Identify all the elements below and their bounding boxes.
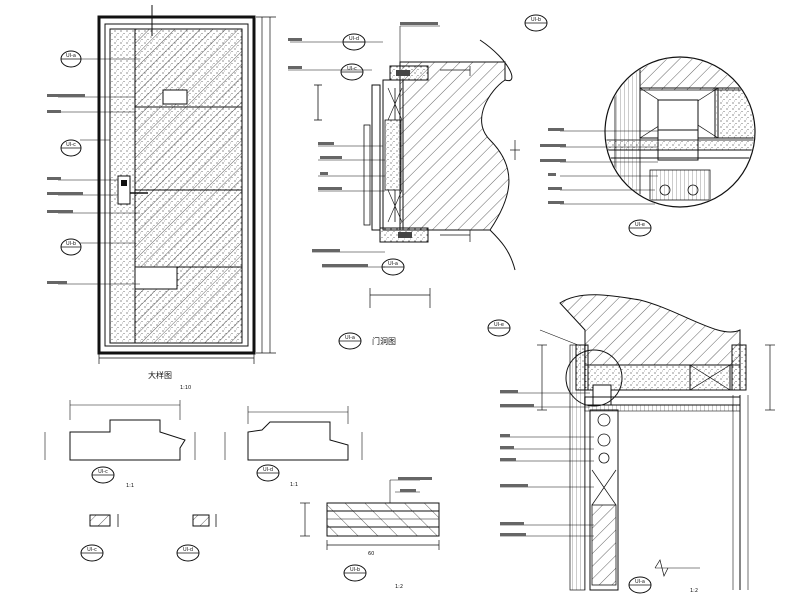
elevation-caption: 大样图 (148, 370, 172, 380)
scale-label: 1:10 (180, 385, 191, 391)
tag-label: UI-d (263, 467, 273, 473)
tag-label: UI-a (66, 53, 76, 59)
tag-label: UI-c (347, 66, 357, 72)
detail-b-section: 60 (300, 477, 440, 557)
door-plan-section: 门洞图 (288, 22, 516, 346)
tag-ub-1: UI-b (60, 238, 82, 256)
small-detail-d (192, 514, 217, 527)
tag-label: UI-c (98, 469, 108, 475)
tag-ue-2: UI-e (487, 319, 511, 337)
scale-label: 1:1 (290, 482, 298, 488)
tag-label: UI-e (494, 322, 504, 328)
tag-label: UI-a (345, 335, 355, 341)
circle-detail (510, 56, 756, 208)
tag-label: UI-b (350, 567, 360, 573)
tag-label: UI-c (87, 547, 97, 553)
tag-label: UI-a (635, 579, 645, 585)
door-elevation: 大样图 1:10 (47, 5, 276, 391)
tag-ua-3: UI-a (338, 332, 362, 350)
tag-label: UI-a (388, 261, 398, 267)
tag-uc-1: UI-c (60, 139, 82, 157)
tag-ua-4: UI-a 1:2 (628, 576, 698, 594)
tag-uc-3: UI-c (80, 544, 104, 562)
tag-uc-4: UI-c (340, 63, 364, 81)
profile-section-b (224, 406, 363, 461)
tag-ua-1: UI-a (60, 50, 82, 68)
scale-label: 1:2 (690, 588, 698, 594)
tag-ue-1: UI-e (628, 219, 652, 237)
corner-section (500, 294, 775, 591)
small-detail-c (89, 514, 119, 527)
tag-ub-3: UI-b 1:2 (343, 564, 403, 590)
tag-label: UI-c (66, 142, 76, 148)
tag-label: UI-b (66, 241, 76, 247)
tag-label: UI-d (349, 36, 359, 42)
tag-ud-1: UI-d 1:1 (256, 464, 298, 488)
tag-ua-2: UI-a (381, 258, 405, 276)
dimension-label: 60 (368, 551, 374, 557)
tag-ub-2: UI-b (524, 14, 548, 32)
scale-label: 1:1 (126, 483, 134, 489)
tag-ud-2: UI-d (176, 544, 200, 562)
scale-label: 1:2 (395, 584, 403, 590)
tag-ud-3: UI-d (342, 33, 366, 51)
mid-plan-title: 门洞图 (372, 336, 396, 346)
tag-label: UI-d (183, 547, 193, 553)
profile-section-a (44, 400, 196, 461)
tag-label: UI-b (531, 17, 541, 23)
tag-label: UI-e (635, 222, 645, 228)
tag-uc-2: UI-c 1:1 (91, 466, 134, 489)
